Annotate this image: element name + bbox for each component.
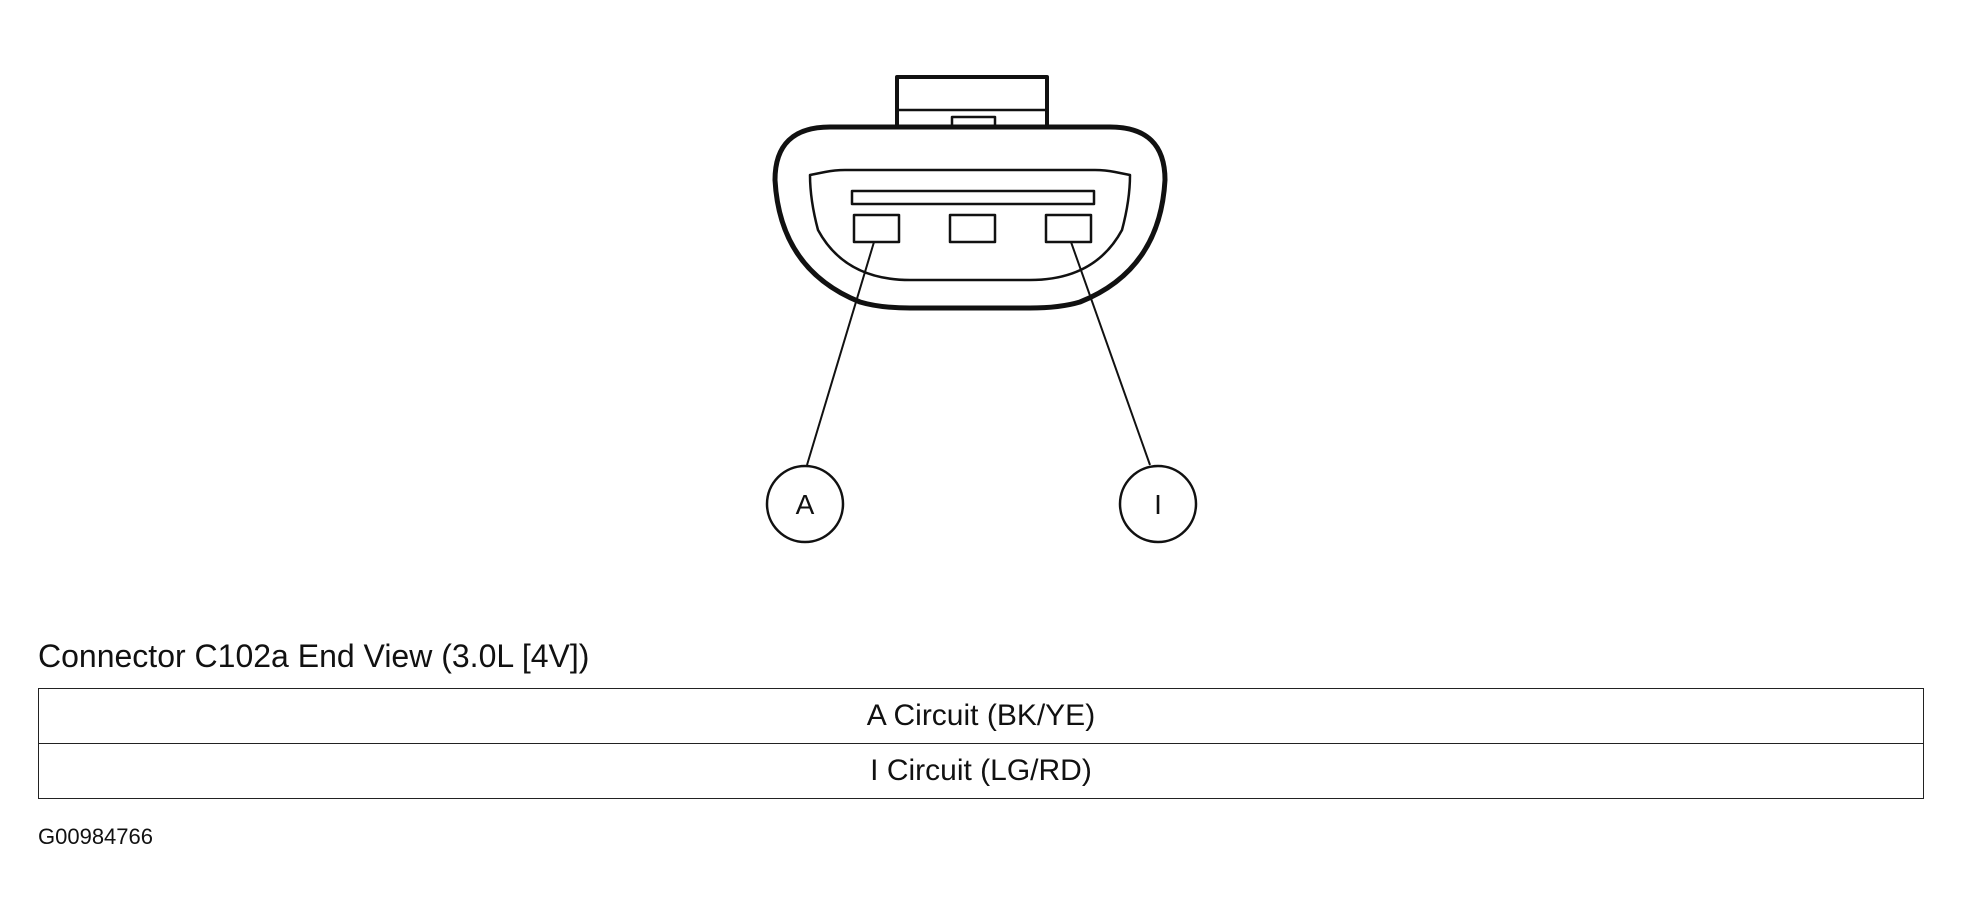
leader-line-a bbox=[806, 241, 875, 466]
connector-housing-outline bbox=[772, 124, 1168, 311]
callout-circle-a bbox=[765, 464, 845, 544]
connector-keying-bar bbox=[850, 189, 1096, 206]
callout-label-i: I bbox=[1154, 489, 1162, 520]
circuit-cell-a: A Circuit (BK/YE) bbox=[38, 688, 1924, 744]
table-row: I Circuit (LG/RD) bbox=[38, 743, 1924, 799]
terminal-pin-middle bbox=[948, 213, 997, 244]
callout-circle-i bbox=[1118, 464, 1198, 544]
connector-cavity-outline bbox=[808, 168, 1132, 282]
table-row: A Circuit (BK/YE) bbox=[38, 688, 1924, 744]
figure-id: G00984766 bbox=[38, 824, 153, 849]
circuit-table: A Circuit (BK/YE) I Circuit (LG/RD) bbox=[38, 688, 1924, 799]
diagram-caption: Connector C102a End View (3.0L [4V]) bbox=[38, 638, 590, 674]
circuit-cell-i: I Circuit (LG/RD) bbox=[38, 743, 1924, 799]
connector-end-view-diagram: A I bbox=[765, 75, 1198, 544]
terminal-pin-a bbox=[852, 213, 901, 244]
leader-line-i bbox=[1070, 241, 1151, 466]
terminal-pin-i bbox=[1044, 213, 1093, 244]
connector-locking-tab bbox=[895, 75, 1049, 129]
callout-label-a: A bbox=[796, 489, 815, 520]
